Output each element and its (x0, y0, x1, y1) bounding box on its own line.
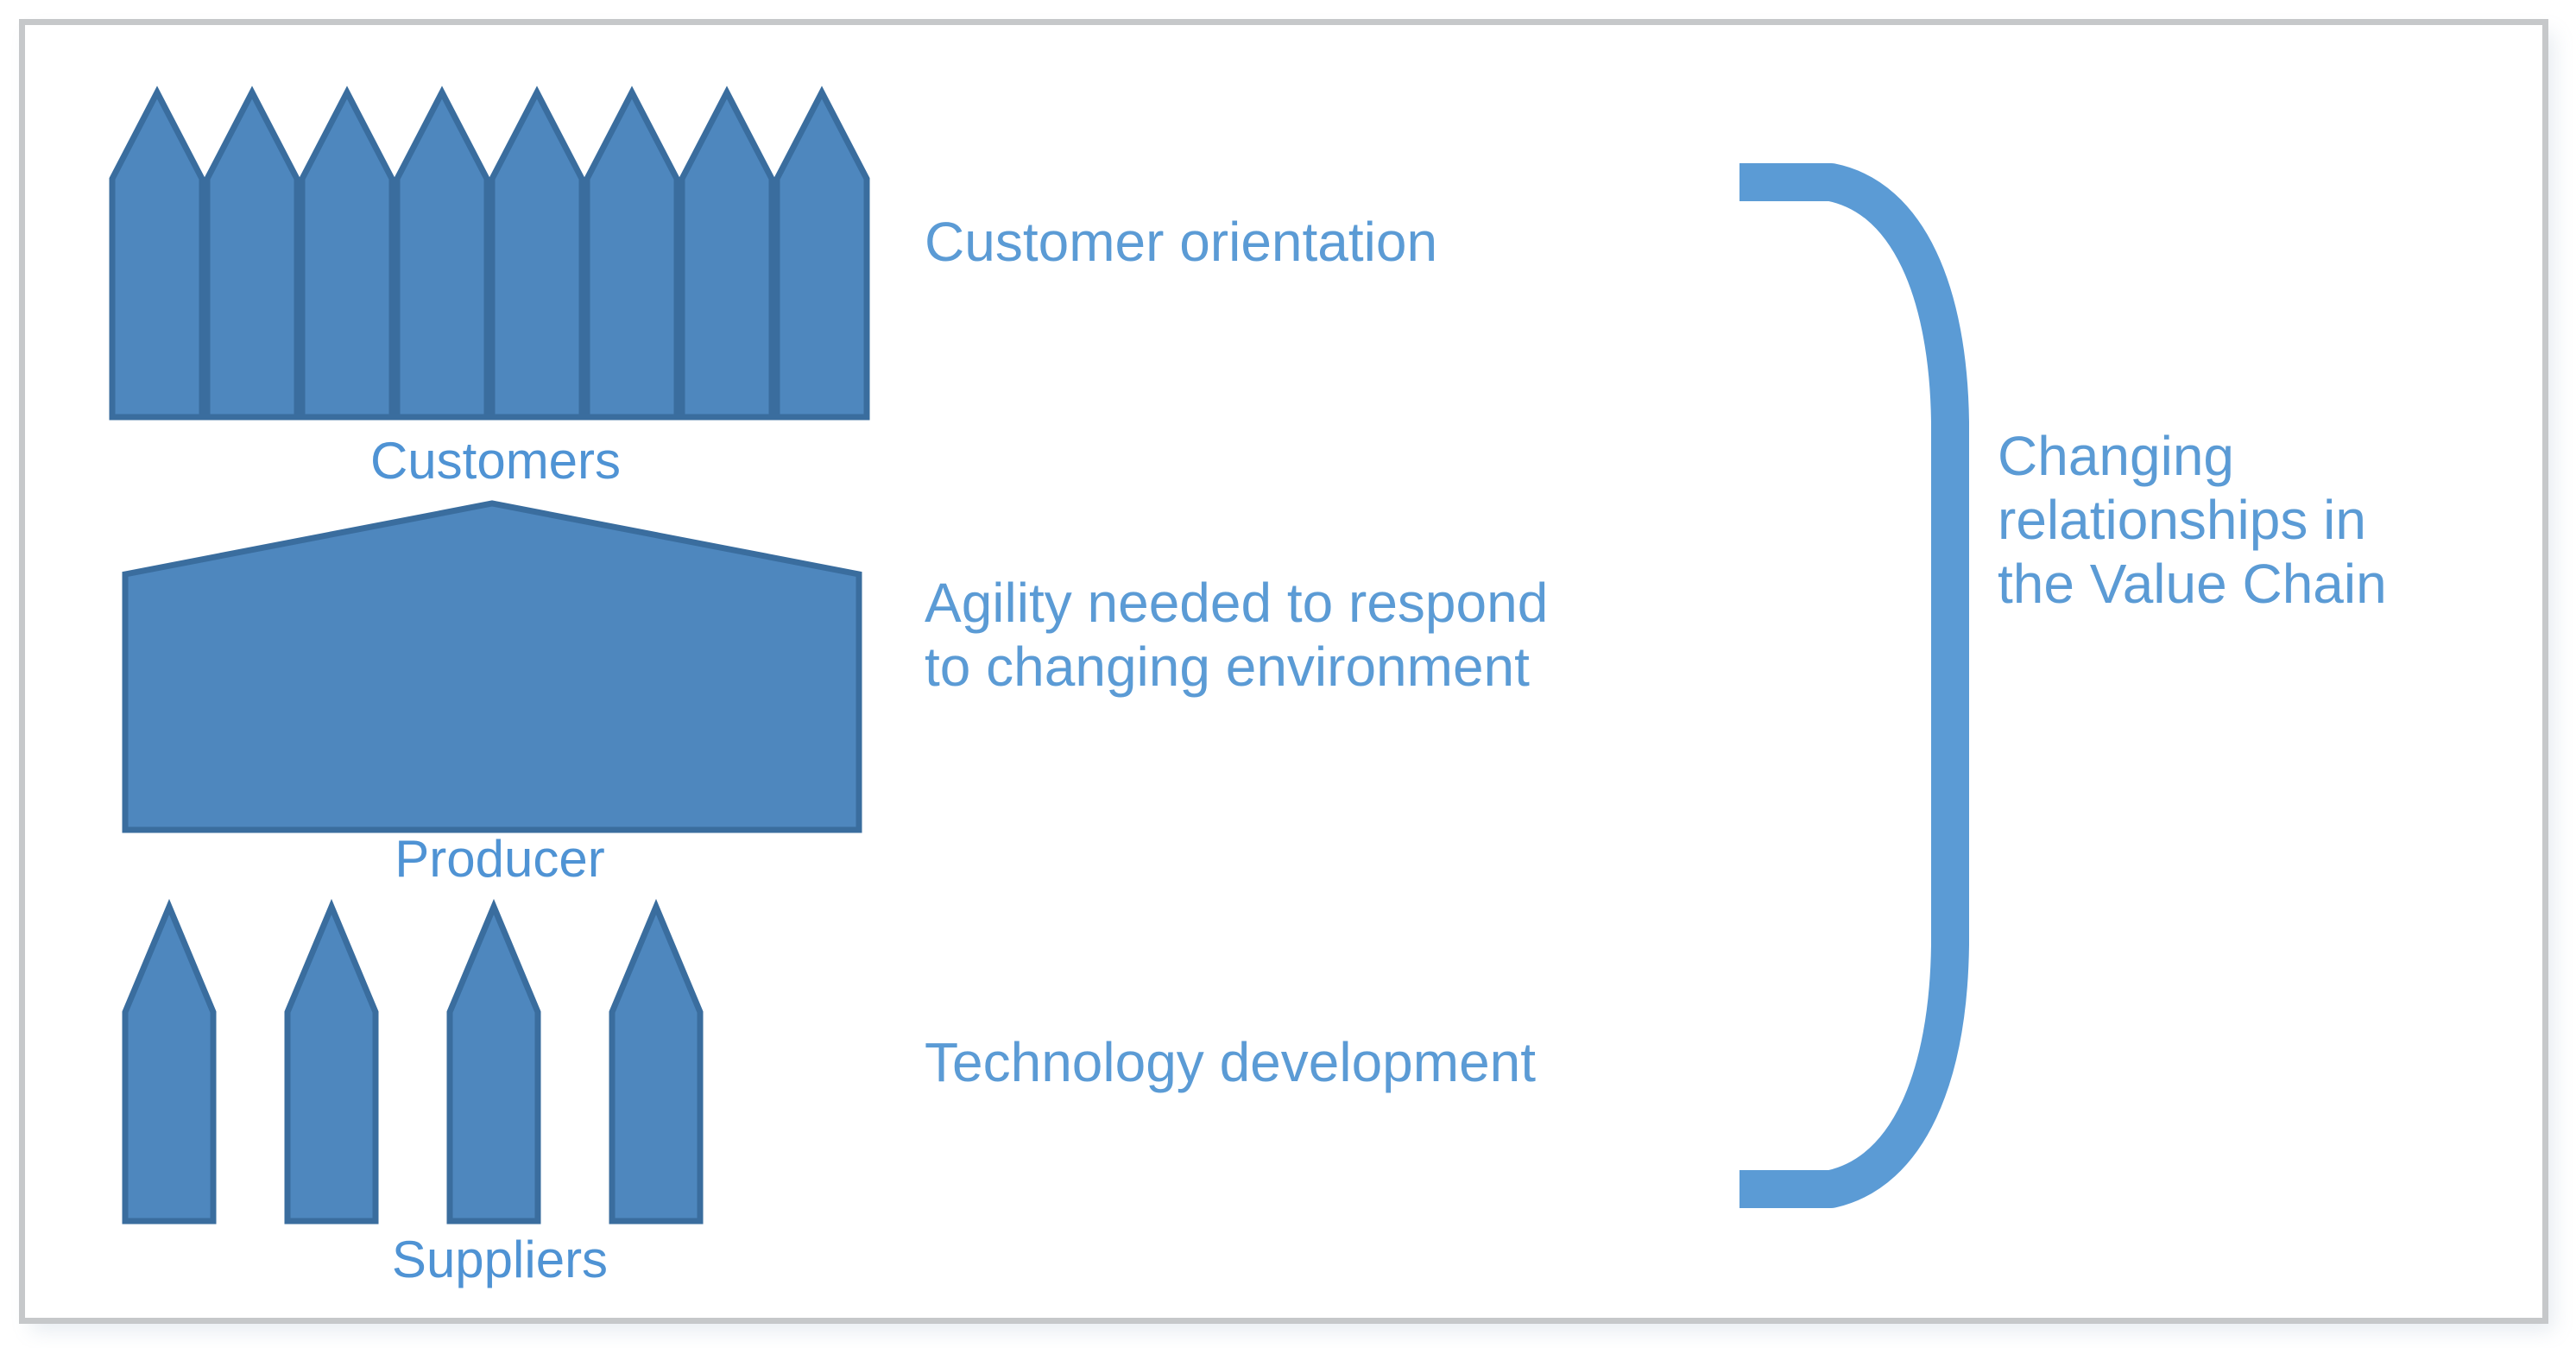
brace-path (1739, 163, 1969, 1208)
supplier-shape (446, 898, 541, 1225)
summary-text-changing-relationships: Changing relationships in the Value Chai… (1998, 425, 2387, 616)
customer-shape (584, 85, 680, 421)
customers-shapes-svg (109, 85, 870, 421)
supplier-shape (284, 898, 379, 1225)
customer-shape (773, 85, 870, 421)
row-caption-suppliers: Suppliers (391, 1231, 609, 1288)
slide-frame: Customers Customer orientation Producer … (19, 19, 2548, 1324)
supplier-shape (609, 898, 704, 1225)
producer-shape-svg (122, 500, 862, 833)
row-caption-customers: Customers (369, 432, 622, 490)
customers-shape-group (109, 85, 872, 427)
customer-shape (394, 85, 490, 421)
customer-shape (679, 85, 775, 421)
annotation-technology-development: Technology development (925, 1031, 1537, 1093)
customer-shape (204, 85, 300, 421)
right-brace-group (1727, 163, 1978, 1208)
suppliers-shapes-svg (122, 898, 704, 1225)
annotation-agility: Agility needed to respond to changing en… (925, 572, 1549, 699)
customer-shape (489, 85, 585, 421)
customer-shape (109, 85, 205, 421)
producer-shape-group (122, 498, 862, 837)
suppliers-shape-group (122, 898, 873, 1230)
right-brace-icon (1739, 163, 1969, 1208)
annotation-customer-orientation: Customer orientation (925, 211, 1438, 273)
row-caption-producer: Producer (395, 830, 605, 888)
producer-shape (122, 500, 862, 833)
customer-shape (299, 85, 395, 421)
supplier-shape (122, 898, 217, 1225)
